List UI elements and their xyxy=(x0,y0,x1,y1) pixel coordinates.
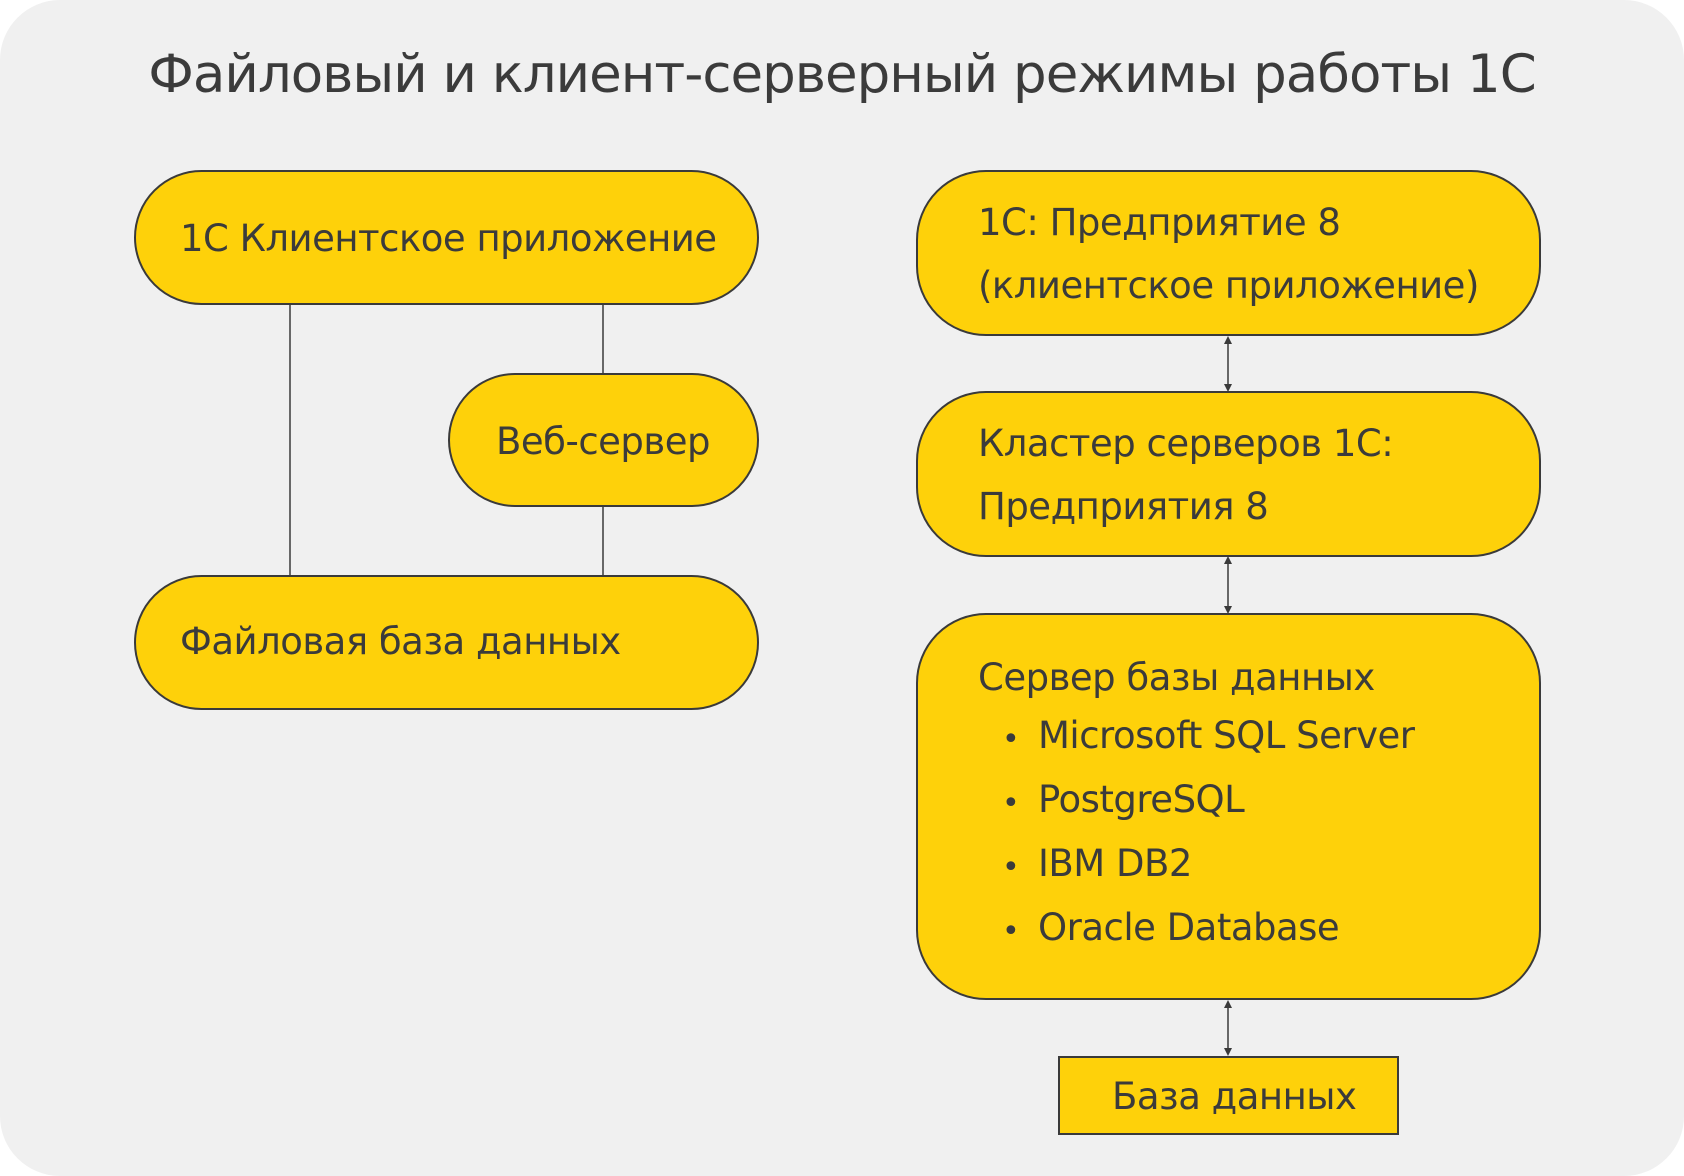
file-db-box: Файловая база данных xyxy=(134,575,759,710)
enterprise-box: 1С: Предприятие 8 (клиентское приложение… xyxy=(916,170,1541,336)
client-app-box: 1С Клиентское приложение xyxy=(134,170,759,305)
enterprise-label-line1: 1С: Предприятие 8 xyxy=(978,201,1341,244)
diagram-title: Файловый и клиент-серверный режимы работ… xyxy=(148,44,1536,105)
bullet-icon: • xyxy=(1002,914,1020,949)
web-server-box: Веб-сервер xyxy=(448,373,759,507)
client-app-label: 1С Клиентское приложение xyxy=(180,217,717,260)
web-server-label: Веб-сервер xyxy=(496,420,710,463)
database-box: База данных xyxy=(1058,1056,1399,1135)
db-server-box: Сервер базы данных • Microsoft SQL Serve… xyxy=(916,613,1541,1000)
file-db-label: Файловая база данных xyxy=(180,620,621,663)
cluster-box: Кластер серверов 1С: Предприятия 8 xyxy=(916,391,1541,557)
db-server-name: PostgreSQL xyxy=(1038,778,1245,821)
db-server-name: Oracle Database xyxy=(1038,906,1340,949)
bullet-icon: • xyxy=(1002,722,1020,757)
database-label: База данных xyxy=(1112,1075,1357,1118)
db-server-name: IBM DB2 xyxy=(1038,842,1192,885)
bullet-icon: • xyxy=(1002,786,1020,821)
cluster-label-line2: Предприятия 8 xyxy=(978,485,1269,528)
db-server-name: Microsoft SQL Server xyxy=(1038,714,1415,757)
enterprise-label-line2: (клиентское приложение) xyxy=(978,264,1479,307)
bullet-icon: • xyxy=(1002,850,1020,885)
db-server-title: Сервер базы данных xyxy=(978,656,1375,699)
cluster-label-line1: Кластер серверов 1С: xyxy=(978,422,1394,465)
